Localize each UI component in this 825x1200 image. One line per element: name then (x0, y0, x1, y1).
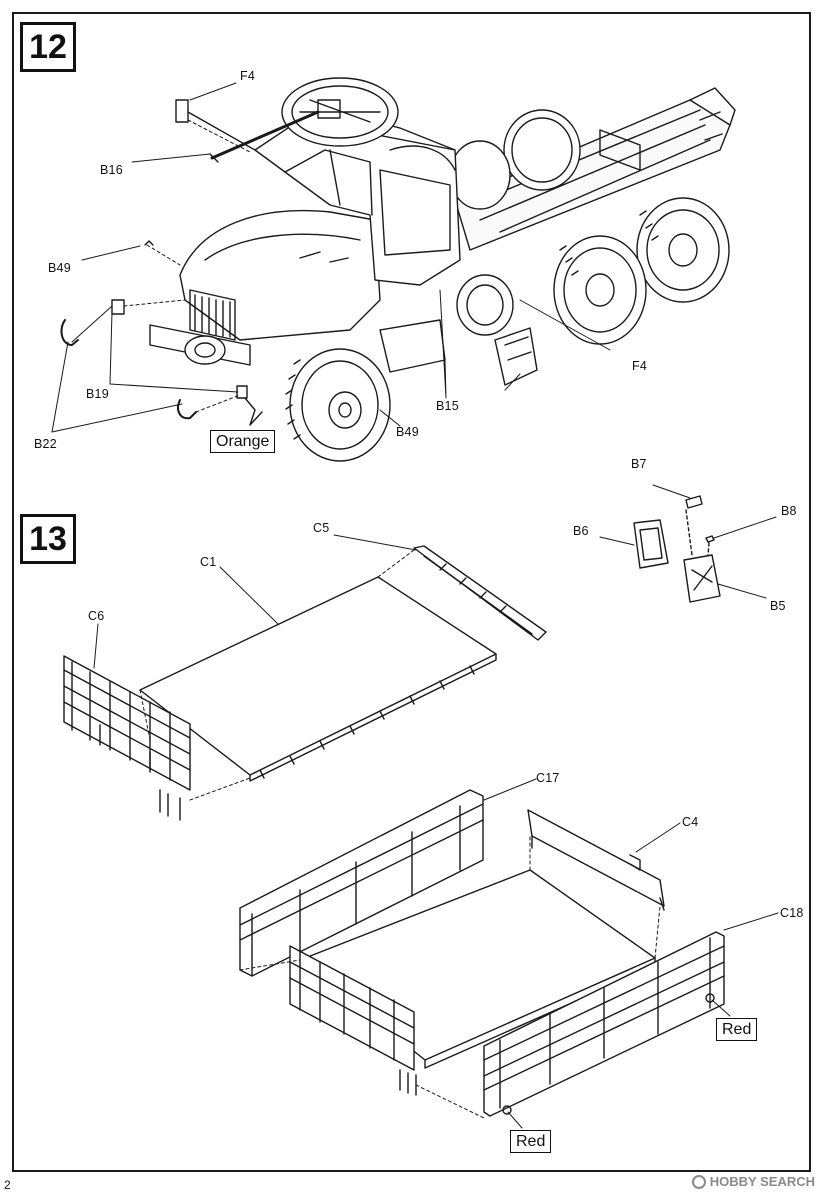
callout-c1: C1 (200, 555, 217, 569)
bed-assembly-lower-drawing (239, 789, 725, 1117)
step-12-number: 12 (29, 27, 67, 66)
callout-b49-left: B49 (48, 261, 71, 275)
color-note-red-right: Red (716, 1018, 758, 1042)
truck-cab-drawing (149, 77, 538, 462)
callout-b15: B15 (436, 399, 459, 413)
tailgate-c5-drawing (413, 545, 547, 641)
callout-c4: C4 (682, 815, 699, 829)
callout-f4-right: F4 (632, 359, 647, 373)
step12-leader-lines (51, 82, 611, 433)
step13-lower-leader-lines (483, 778, 779, 1129)
step12-dashed-guides (123, 119, 251, 413)
watermark-logo-icon (691, 1174, 706, 1189)
callout-b6: B6 (573, 524, 589, 538)
callout-b19: B19 (86, 387, 109, 401)
callout-f4-top: F4 (240, 69, 255, 83)
footer-watermark: HOBBY SEARCH (691, 1174, 815, 1189)
callout-b49-wheel: B49 (396, 425, 419, 439)
callout-b7: B7 (631, 457, 647, 471)
callout-c6: C6 (88, 609, 105, 623)
color-note-orange: Orange (210, 430, 276, 454)
callout-b16: B16 (100, 163, 123, 177)
color-note-red-bottom: Red (510, 1130, 552, 1154)
callout-c18: C18 (780, 906, 804, 920)
step-13-number: 13 (29, 519, 67, 558)
side-rack-c6-drawing (63, 655, 191, 821)
callout-b8: B8 (781, 504, 797, 518)
jerry-can-parts-drawing (599, 484, 777, 603)
step-13-badge: 13 (20, 514, 76, 564)
bed-floor-c1-drawing (139, 576, 497, 782)
callout-c5: C5 (313, 521, 330, 535)
watermark-text: HOBBY SEARCH (709, 1174, 815, 1189)
step13-upper-dashed-guides (139, 549, 415, 801)
step13-upper-leader-lines (93, 534, 417, 669)
page-number: 2 (4, 1178, 11, 1192)
callout-c17: C17 (536, 771, 560, 785)
step12-small-parts (60, 240, 263, 426)
step13-lower-dashed-guides (239, 835, 661, 1119)
callout-b22: B22 (34, 437, 57, 451)
callout-b5: B5 (770, 599, 786, 613)
step-12-badge: 12 (20, 22, 76, 72)
truck-chassis-drawing (449, 87, 736, 345)
